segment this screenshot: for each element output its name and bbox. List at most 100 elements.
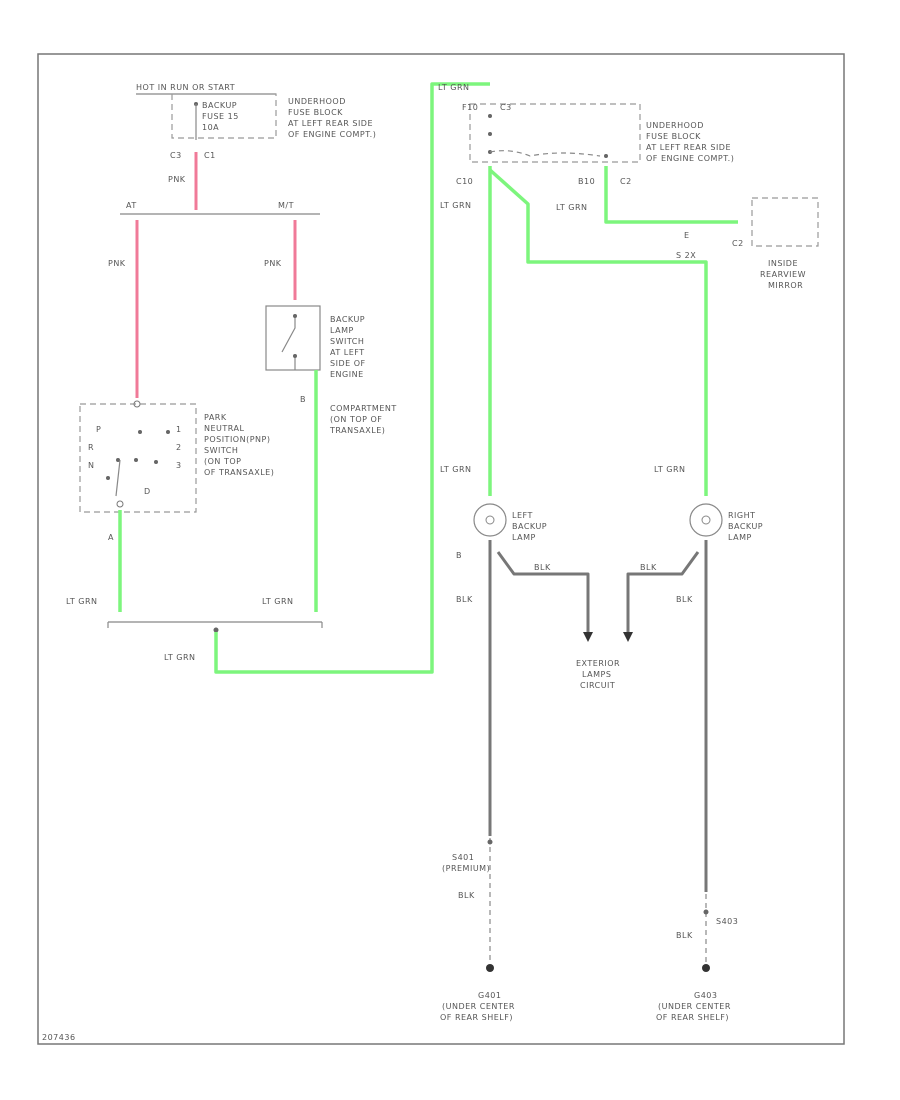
left-lamp-ground-wire: BLK <box>456 595 473 604</box>
right-lamp-ground-wire: BLK <box>676 595 693 604</box>
exterior-lamps-circuit: BLK BLK EXTERIOR LAMPS CIRCUIT <box>496 551 700 690</box>
pnp-gear-3: 3 <box>176 461 182 470</box>
inside-rearview-mirror: LT GRN E C2 INSIDE REARVIEW MIRROR S 2X <box>556 166 819 290</box>
left-lamp-label-2: BACKUP <box>512 522 547 531</box>
pink-wire-right-label: PNK <box>264 259 282 268</box>
left-lamp-label-1: LEFT <box>512 511 533 520</box>
fuse2-pin-f10: F10 <box>462 103 478 112</box>
exterior-label-1: EXTERIOR <box>576 659 620 668</box>
pnp-gear-2: 2 <box>176 443 182 452</box>
bottom-wire-label: LT GRN <box>164 653 196 662</box>
pnp-gear-p: P <box>96 425 101 434</box>
pnp-pin-label: A <box>108 533 114 542</box>
fuse2-conn-b10: B10 <box>578 177 595 186</box>
switch-label-8: (ON TOP OF <box>330 415 382 424</box>
exterior-label-2: LAMPS <box>582 670 611 679</box>
backup-lamp-switch: BACKUP LAMP SWITCH AT LEFT SIDE OF ENGIN… <box>262 305 397 612</box>
pnp-label-3: POSITION(PNP) <box>204 435 270 444</box>
mirror-conn-label: C2 <box>732 239 744 248</box>
ground-right-wire: BLK <box>676 931 693 940</box>
fuse-wire-color: PNK <box>168 175 186 184</box>
exterior-wire-right: BLK <box>640 563 657 572</box>
connector-c3-label: C3 <box>170 151 182 160</box>
switch-label-3: SWITCH <box>330 337 364 346</box>
fuse2-conn-c10: C10 <box>456 177 473 186</box>
fuse-block-label-1: UNDERHOOD <box>288 97 346 106</box>
fuse2-label-1: UNDERHOOD <box>646 121 704 130</box>
switch-pin-label: B <box>300 395 306 404</box>
splice-mt-label: M/T <box>278 201 294 210</box>
ground-right-splice: S403 <box>716 917 738 926</box>
pnp-switch: P R N D 3 2 1 PARK NEUTRAL POSITION(PNP)… <box>66 400 274 612</box>
switch-label-1: BACKUP <box>330 315 365 324</box>
pnp-gear-d: D <box>144 487 151 496</box>
splice-at-mt: AT M/T PNK PNK <box>108 201 320 398</box>
pnp-label-4: SWITCH <box>204 446 238 455</box>
mirror-label-3: MIRROR <box>768 281 803 290</box>
right-lamp-feed-label: LT GRN <box>654 465 686 474</box>
right-lamp-label-2: BACKUP <box>728 522 763 531</box>
ground-left-wire: BLK <box>458 891 475 900</box>
ground-left-label-3: OF REAR SHELF) <box>440 1013 513 1022</box>
left-lamp-feed-label: LT GRN <box>440 465 472 474</box>
fuse-line-3: 10A <box>202 123 219 132</box>
fuse-block-label-2: FUSE BLOCK <box>288 108 343 117</box>
diagram-code: 207436 <box>42 1033 76 1042</box>
mirror-splice-label: S 2X <box>676 251 696 260</box>
pnp-label-5: (ON TOP <box>204 457 241 466</box>
left-lamp-label-3: LAMP <box>512 533 536 542</box>
fuse2-top-wire-label: LT GRN <box>438 83 470 92</box>
ground-right: S403 BLK G403 (UNDER CENTER OF REAR SHEL… <box>656 894 738 1022</box>
exterior-wire-left: BLK <box>534 563 551 572</box>
diagram-frame <box>37 53 845 1045</box>
ground-left: S401 (PREMIUM) BLK G401 (UNDER CENTER OF… <box>440 838 515 1022</box>
left-backup-lamp: LT GRN LEFT BACKUP LAMP B BLK <box>440 465 547 836</box>
switch-label-6: ENGINE <box>330 370 364 379</box>
switch-label-5: SIDE OF <box>330 359 366 368</box>
pink-wire-left-label: PNK <box>108 259 126 268</box>
pnp-gear-r: R <box>88 443 94 452</box>
ground-left-label-2: (UNDER CENTER <box>442 1002 515 1011</box>
mirror-label-1: INSIDE <box>768 259 798 268</box>
fuse2-label-2: FUSE BLOCK <box>646 132 701 141</box>
fuse-line-1: BACKUP <box>202 101 237 110</box>
fuse2-conn-c2: C2 <box>620 177 632 186</box>
fuse-block-backup: HOT IN RUN OR START BACKUP FUSE 15 10A U… <box>136 83 376 210</box>
right-lamp-label-1: RIGHT <box>728 511 756 520</box>
fuse-block-label-3: AT LEFT REAR SIDE <box>288 119 373 128</box>
ground-left-splice-2: (PREMIUM) <box>442 864 490 873</box>
ground-left-splice-1: S401 <box>452 853 474 862</box>
fuse2-conn-c3: C3 <box>500 103 512 112</box>
switch-label-4: AT LEFT <box>330 348 365 357</box>
bottom-bus: LT GRN LT GRN <box>107 82 490 674</box>
switch-label-7: COMPARTMENT <box>330 404 397 413</box>
hot-in-run-label: HOT IN RUN OR START <box>136 83 235 92</box>
pnp-label-6: OF TRANSAXLE) <box>204 468 274 477</box>
pnp-gear-1: 1 <box>176 425 182 434</box>
pnp-out-wire-label: LT GRN <box>66 597 98 606</box>
left-lamp-pin-label: B <box>456 551 462 560</box>
mirror-label-2: REARVIEW <box>760 270 806 279</box>
ground-right-label-2: (UNDER CENTER <box>658 1002 731 1011</box>
mirror-wire-label: LT GRN <box>556 203 588 212</box>
splice-at-label: AT <box>126 201 137 210</box>
switch-label-9: TRANSAXLE) <box>329 426 385 435</box>
fuse-block-2: F10 C3 UNDERHOOD FUSE BLOCK AT LEFT REAR… <box>456 103 734 186</box>
fuse2-label-4: OF ENGINE COMPT.) <box>646 154 734 163</box>
pnp-label-1: PARK <box>204 413 227 422</box>
switch-label-2: LAMP <box>330 326 354 335</box>
connector-c1-label: C1 <box>204 151 216 160</box>
right-lamp-label-3: LAMP <box>728 533 752 542</box>
ground-right-label-3: OF REAR SHELF) <box>656 1013 729 1022</box>
pnp-gear-n: N <box>88 461 94 470</box>
fuse-block-label-4: OF ENGINE COMPT.) <box>288 130 376 139</box>
ground-right-label-1: G403 <box>694 991 717 1000</box>
exterior-label-3: CIRCUIT <box>580 681 615 690</box>
fuse2-label-3: AT LEFT REAR SIDE <box>646 143 731 152</box>
switch-out-wire-label: LT GRN <box>262 597 294 606</box>
ground-left-label-1: G401 <box>478 991 501 1000</box>
right-backup-lamp: LT GRN RIGHT BACKUP LAMP BLK <box>654 465 763 892</box>
c10-out-wire-label: LT GRN <box>440 201 472 210</box>
pnp-label-2: NEUTRAL <box>204 424 244 433</box>
